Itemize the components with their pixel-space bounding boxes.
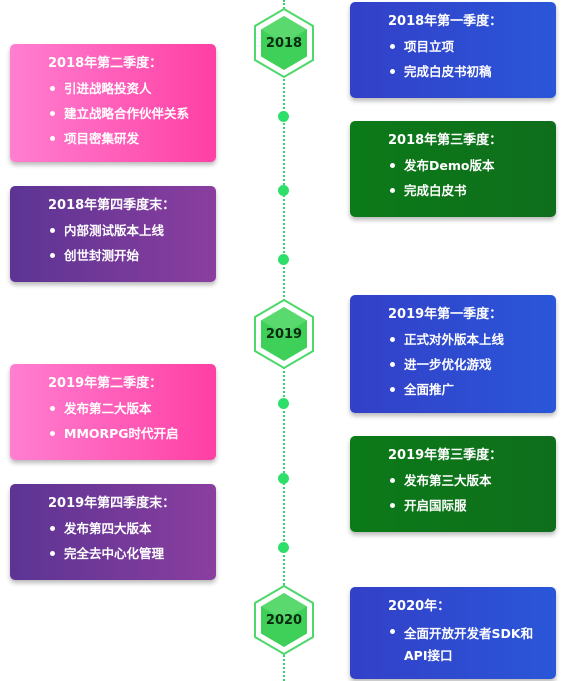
card-title: 2020年： xyxy=(388,599,451,614)
card-item: 正式对外版本上线 xyxy=(388,331,546,348)
card-item: 全面开放开发者SDK和API接口 xyxy=(388,623,534,667)
timeline-dot xyxy=(278,111,289,122)
card-item-list: 发布第四大版本 完全去中心化管理 xyxy=(48,520,206,562)
milestone-year: 2020 xyxy=(265,612,303,628)
milestone-2019: 2019 xyxy=(252,298,316,370)
card-item: 创世封测开始 xyxy=(48,247,206,264)
timeline-dot xyxy=(278,542,289,553)
card-title: 2019年第三季度： xyxy=(388,448,503,463)
milestone-card-2018-q1: 2018年第一季度： 项目立项 完成白皮书初稿 xyxy=(350,2,556,98)
card-item: 完成白皮书初稿 xyxy=(388,63,546,80)
milestone-card-2018-q4: 2018年第四季度末： 内部测试版本上线 创世封测开始 xyxy=(10,186,216,282)
card-item: 全面推广 xyxy=(388,381,546,398)
milestone-year: 2019 xyxy=(265,326,303,342)
milestone-year: 2018 xyxy=(265,35,303,51)
timeline-dot xyxy=(278,254,289,265)
milestone-card-2018-q3: 2018年第三季度： 发布Demo版本 完成白皮书 xyxy=(350,121,556,217)
card-title: 2018年第一季度： xyxy=(388,14,503,29)
card-item: 发布Demo版本 xyxy=(388,157,546,174)
card-item: 项目密集研发 xyxy=(48,130,206,147)
timeline-dot xyxy=(278,398,289,409)
timeline-dot xyxy=(278,185,289,196)
milestone-card-2019-q4: 2019年第四季度末： 发布第四大版本 完全去中心化管理 xyxy=(10,484,216,580)
card-item: 发布第三大版本 xyxy=(388,472,546,489)
card-item: MMORPG时代开启 xyxy=(48,425,206,442)
card-item: 进一步优化游戏 xyxy=(388,356,546,373)
card-item: 项目立项 xyxy=(388,38,546,55)
milestone-card-2019-q3: 2019年第三季度： 发布第三大版本 开启国际服 xyxy=(350,436,556,532)
hexagon-icon xyxy=(254,298,314,370)
milestone-card-2019-q2: 2019年第二季度： 发布第二大版本 MMORPG时代开启 xyxy=(10,364,216,460)
milestone-card-2018-q2: 2018年第二季度： 引进战略投资人 建立战略合作伙伴关系 项目密集研发 xyxy=(10,44,216,162)
card-title: 2018年第三季度： xyxy=(388,133,503,148)
milestone-2020: 2020 xyxy=(252,584,316,656)
card-item-list: 内部测试版本上线 创世封测开始 xyxy=(48,222,206,264)
card-item: 引进战略投资人 xyxy=(48,80,206,97)
card-item-list: 发布第三大版本 开启国际服 xyxy=(388,472,546,514)
card-title: 2019年第二季度： xyxy=(48,376,163,391)
card-title: 2019年第一季度： xyxy=(388,307,503,322)
card-item: 内部测试版本上线 xyxy=(48,222,206,239)
card-title: 2019年第四季度末： xyxy=(48,496,176,511)
milestone-card-2020: 2020年： 全面开放开发者SDK和API接口 xyxy=(350,587,556,679)
card-item: 发布第二大版本 xyxy=(48,400,206,417)
hexagon-icon xyxy=(254,7,314,79)
milestone-card-2019-q1: 2019年第一季度： 正式对外版本上线 进一步优化游戏 全面推广 xyxy=(350,295,556,413)
card-item: 开启国际服 xyxy=(388,497,546,514)
card-item: 建立战略合作伙伴关系 xyxy=(48,105,206,122)
card-item: 发布第四大版本 xyxy=(48,520,206,537)
card-item-list: 发布Demo版本 完成白皮书 xyxy=(388,157,546,199)
card-item-list: 项目立项 完成白皮书初稿 xyxy=(388,38,546,80)
card-title: 2018年第二季度： xyxy=(48,56,163,71)
card-item-list: 引进战略投资人 建立战略合作伙伴关系 项目密集研发 xyxy=(48,80,206,147)
card-item: 完成白皮书 xyxy=(388,182,546,199)
hexagon-icon xyxy=(254,584,314,656)
card-item-list: 全面开放开发者SDK和API接口 xyxy=(388,623,534,667)
timeline-dot xyxy=(278,473,289,484)
card-item-list: 正式对外版本上线 进一步优化游戏 全面推广 xyxy=(388,331,546,398)
milestone-2018: 2018 xyxy=(252,7,316,79)
card-title: 2018年第四季度末： xyxy=(48,198,176,213)
card-item: 完全去中心化管理 xyxy=(48,545,206,562)
card-item-list: 发布第二大版本 MMORPG时代开启 xyxy=(48,400,206,442)
